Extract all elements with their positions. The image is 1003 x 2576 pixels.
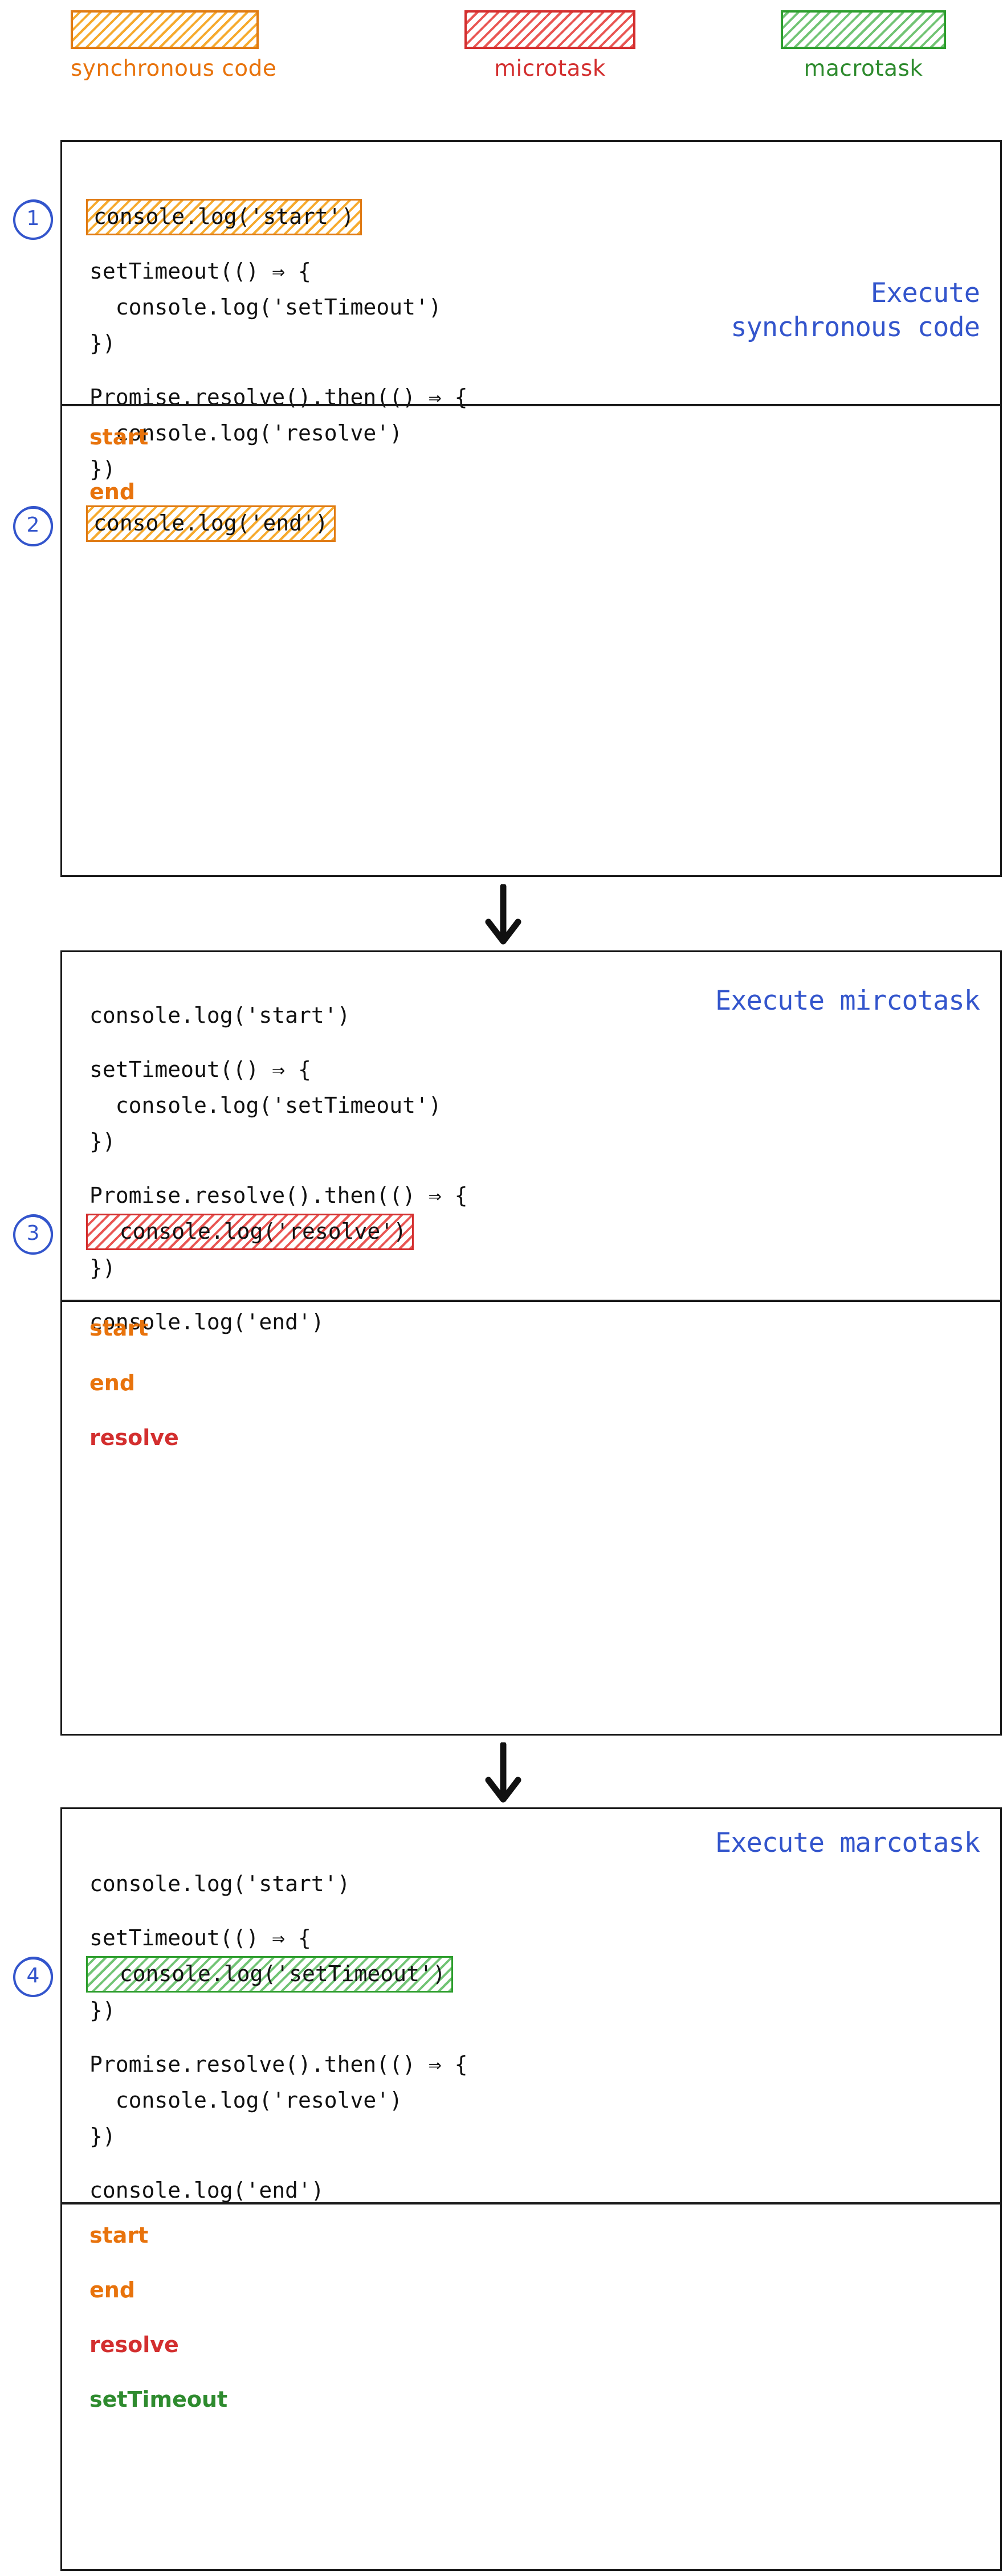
code-line: setTimeout(() ⇒ {	[89, 1925, 311, 1950]
page-title: Execute marcotask	[715, 1827, 980, 1859]
console-output: start end resolve	[62, 1301, 1000, 1465]
panel-divider	[62, 1300, 1000, 1302]
panel-divider	[62, 2202, 1000, 2204]
highlight-microtask: console.log('resolve')	[86, 1214, 414, 1250]
output-line: resolve	[89, 1425, 179, 1450]
code-line: })	[89, 1129, 116, 1154]
code-line	[89, 1902, 1000, 1920]
code-line: console.log('setTimeout')	[89, 1093, 442, 1118]
legend-item-microtask: microtask	[464, 10, 635, 81]
code-block: console.log('start') setTimeout(() ⇒ { co…	[62, 998, 1000, 1340]
code-line: })	[89, 330, 116, 356]
hatched-swatch-green-icon	[781, 10, 946, 49]
code-line: Promise.resolve().then(() ⇒ {	[89, 2052, 468, 2077]
code-line	[89, 235, 1000, 254]
code-line	[89, 1160, 1000, 1178]
output-line: setTimeout	[89, 2387, 228, 2412]
code-line-highlighted: console.log('end')	[86, 505, 1000, 542]
code-line-highlighted: console.log('start')	[86, 199, 1000, 235]
code-line: console.log('end')	[89, 2178, 324, 2203]
legend-label-microtask: microtask	[494, 56, 606, 81]
legend-label-synchronous-code: synchronous code	[71, 56, 277, 81]
output-line: start	[89, 2223, 149, 2248]
highlight-sync: console.log('start')	[86, 199, 362, 235]
page-title: Execute mircotask	[715, 985, 980, 1016]
step-panel-macrotask: Execute marcotask console.log('start') se…	[13, 1807, 1002, 2571]
code-line: })	[89, 456, 116, 481]
highlight-sync: console.log('end')	[86, 505, 336, 542]
arrow-down-icon	[485, 1742, 521, 1803]
code-line	[89, 2028, 1000, 2047]
step-panel-microtask: Execute mircotask console.log('start') se…	[13, 950, 1002, 1736]
output-line: start	[89, 1316, 149, 1341]
code-line-highlighted: console.log('resolve')	[86, 1214, 1000, 1250]
code-line	[89, 1034, 1000, 1052]
output-line: start	[89, 424, 149, 450]
hatched-swatch-orange-icon	[71, 10, 259, 49]
output-line: resolve	[89, 2332, 179, 2357]
legend-item-macrotask: macrotask	[781, 10, 946, 81]
step-panel-synchronous: Execute synchronous code console.log('st…	[13, 140, 1002, 877]
step-badge-3: 3	[13, 1215, 53, 1255]
console-output: start end resolve setTimeout	[62, 2208, 1000, 2427]
console-output: start end	[62, 410, 1000, 519]
code-line: setTimeout(() ⇒ {	[89, 1057, 311, 1082]
code-line	[89, 2154, 1000, 2173]
code-line: })	[89, 1255, 116, 1280]
code-line-highlighted: console.log('setTimeout')	[86, 1956, 1000, 1993]
output-line: end	[89, 1370, 136, 1395]
code-line: })	[89, 1998, 116, 2023]
arrow-down-icon	[485, 884, 521, 945]
page-title: Execute synchronous code	[731, 277, 980, 343]
panel-divider	[62, 404, 1000, 406]
code-line: console.log('setTimeout')	[89, 295, 442, 320]
code-block: console.log('start') setTimeout(() ⇒ { co…	[62, 199, 1000, 542]
output-line: end	[89, 479, 136, 504]
step-badge-2: 2	[13, 507, 53, 546]
legend-item-synchronous-code: synchronous code	[71, 10, 277, 81]
code-line: setTimeout(() ⇒ {	[89, 259, 311, 284]
code-line: console.log('resolve')	[89, 421, 403, 446]
legend: synchronous code microtask macrotask	[0, 0, 1003, 97]
code-line: console.log('start')	[89, 1003, 350, 1028]
code-line: console.log('resolve')	[89, 2088, 403, 2113]
code-line: Promise.resolve().then(() ⇒ {	[89, 1183, 468, 1208]
legend-label-macrotask: macrotask	[804, 56, 923, 81]
code-line: console.log('start')	[89, 1871, 350, 1896]
code-block: console.log('start') setTimeout(() ⇒ { co…	[62, 1866, 1000, 2208]
step-badge-4: 4	[13, 1957, 53, 1997]
code-line	[89, 361, 1000, 379]
output-line: end	[89, 2277, 136, 2303]
code-line: })	[89, 2124, 116, 2149]
highlight-macrotask: console.log('setTimeout')	[86, 1956, 453, 1993]
hatched-swatch-red-icon	[464, 10, 635, 49]
code-line: console.log('end')	[89, 1309, 324, 1334]
step-badge-1: 1	[13, 200, 53, 240]
